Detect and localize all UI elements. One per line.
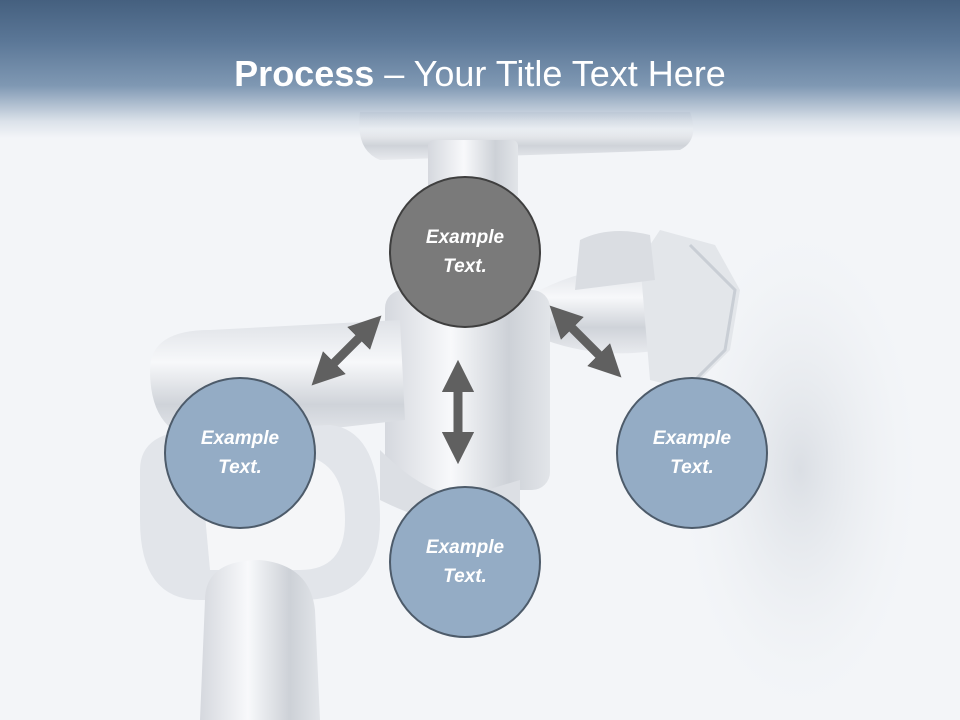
process-node-left: Example Text. [164, 377, 316, 529]
node-right-line1: Example [652, 428, 732, 449]
arrow-center-left [311, 315, 382, 386]
node-bottom-line2: Text. [443, 566, 487, 587]
slide-title-bold: Process [234, 53, 375, 94]
process-node-right-label: Example Text. [637, 424, 747, 482]
process-node-bottom: Example Text. [389, 486, 541, 638]
process-node-right: Example Text. [616, 377, 768, 529]
node-center-line2: Text. [443, 256, 487, 277]
node-bottom-line1: Example [425, 537, 505, 558]
slide-title-rest: – Your Title Text Here [374, 53, 726, 94]
header-band [0, 0, 960, 138]
process-node-center-label: Example Text. [410, 223, 520, 281]
node-left-line1: Example [200, 428, 280, 449]
node-right-line2: Text. [670, 457, 714, 478]
process-node-left-label: Example Text. [185, 424, 295, 482]
slide-title: Process – Your Title Text Here [0, 52, 960, 96]
node-center-line1: Example [425, 227, 505, 248]
process-node-bottom-label: Example Text. [410, 533, 520, 591]
arrow-center-right [549, 305, 622, 378]
process-node-center: Example Text. [389, 176, 541, 328]
node-left-line2: Text. [218, 457, 262, 478]
